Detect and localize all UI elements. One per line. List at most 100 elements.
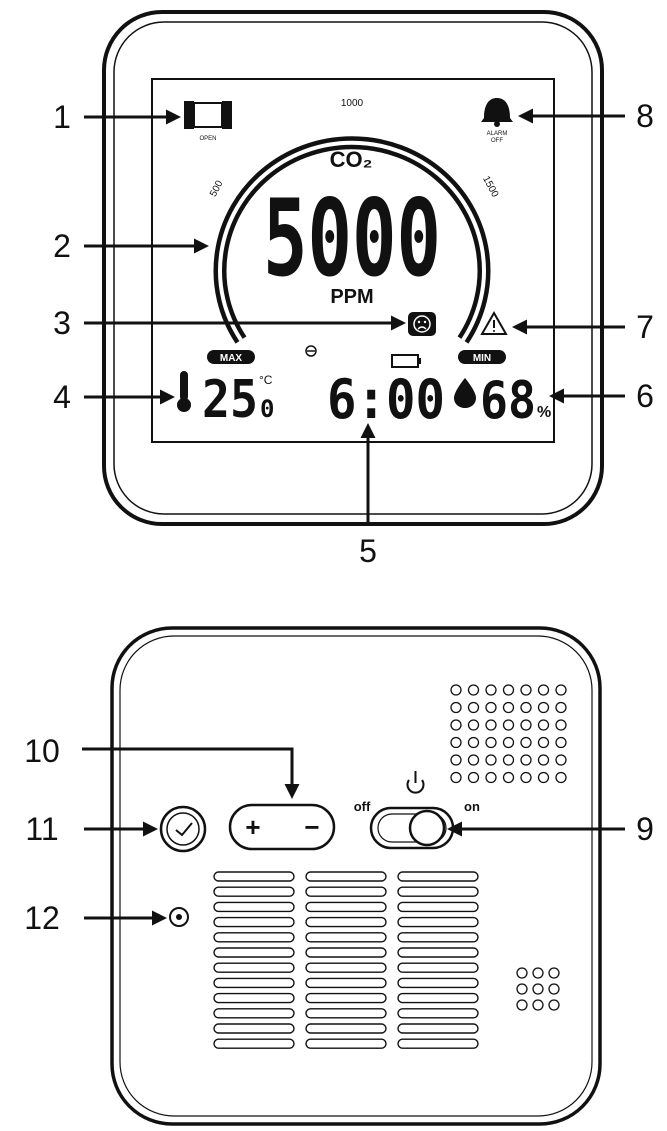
- front-callouts: 1 2 3 4 5 6 7 8: [53, 98, 654, 569]
- speaker-dot: [502, 754, 515, 766]
- vent-slot: [305, 992, 387, 1004]
- vent-slot: [397, 901, 479, 913]
- vent-slot: [213, 1008, 295, 1019]
- scale-tick-1500: 1500: [480, 174, 500, 199]
- power-switch-knob[interactable]: [408, 809, 446, 847]
- min-badge-label: MIN: [473, 353, 491, 364]
- callout-6: 6: [636, 378, 654, 414]
- window-icon: [184, 101, 232, 129]
- front-inner-frame: [113, 21, 593, 515]
- speaker-dot: [537, 719, 550, 731]
- callout-9: 9: [636, 811, 654, 847]
- clock-button[interactable]: [159, 805, 207, 853]
- speaker-dot: [502, 771, 515, 784]
- co2-label: CO₂: [330, 147, 373, 172]
- vent-slot: [213, 886, 295, 897]
- speaker-grille-large: [450, 684, 567, 784]
- scale-tick-500: 500: [208, 178, 226, 198]
- vent-slot: [305, 916, 387, 928]
- speaker-dot: [548, 983, 560, 995]
- vent-slot: [213, 947, 295, 958]
- vent-slot: [305, 1038, 387, 1049]
- speaker-dot: [520, 736, 532, 749]
- co2-unit: PPM: [330, 286, 373, 308]
- callout-12: 12: [24, 900, 60, 936]
- speaker-dot: [450, 684, 462, 696]
- clock-icon: [166, 812, 200, 846]
- alarm-bell-icon: [481, 98, 513, 127]
- speaker-dot: [485, 754, 497, 766]
- vent-slot: [305, 901, 387, 913]
- speaker-dot: [516, 983, 528, 995]
- vent-slot: [213, 1038, 295, 1049]
- vent-slot: [305, 947, 387, 958]
- power-switch[interactable]: [369, 806, 455, 850]
- humidity-unit: %: [537, 404, 551, 421]
- speaker-dot: [555, 684, 567, 696]
- speaker-dot: [485, 684, 497, 696]
- vent-slot: [397, 932, 479, 943]
- speaker-dot: [485, 701, 497, 714]
- minus-label[interactable]: −: [304, 812, 319, 842]
- vent-slots: [213, 871, 479, 1049]
- speaker-grille-small: [516, 967, 560, 1011]
- window-label: OPEN: [199, 136, 216, 142]
- speaker-dot: [450, 736, 462, 749]
- power-icon: [406, 771, 425, 794]
- speaker-dot: [520, 754, 532, 766]
- speaker-dot: [467, 684, 480, 696]
- callout-11: 11: [25, 811, 58, 847]
- vent-slot: [397, 871, 479, 882]
- callout-10: 10: [24, 733, 60, 769]
- speaker-dot: [450, 754, 462, 766]
- vent-slot: [305, 871, 387, 882]
- vent-slot: [213, 992, 295, 1004]
- vent-slot: [213, 932, 295, 943]
- vent-slot: [397, 1008, 479, 1019]
- vent-slot: [213, 962, 295, 973]
- vent-slot: [397, 886, 479, 897]
- plus-minus-button[interactable]: + −: [228, 803, 336, 851]
- speaker-dot: [516, 999, 528, 1011]
- speaker-dot: [450, 771, 462, 784]
- vent-slot: [397, 992, 479, 1004]
- vent-slot: [397, 947, 479, 958]
- vent-slot: [397, 977, 479, 989]
- speaker-dot: [520, 719, 532, 731]
- vent-slot: [305, 962, 387, 973]
- battery-icon: [391, 354, 421, 368]
- back-outer-frame: [110, 626, 602, 1126]
- speaker-dot: [450, 719, 462, 731]
- thermometer-icon: [177, 371, 191, 412]
- callout-1: 1: [53, 99, 71, 135]
- callout-8: 8: [636, 98, 654, 134]
- callout-4: 4: [53, 379, 71, 415]
- front-outer-frame: [102, 10, 604, 526]
- vent-slot: [305, 977, 387, 989]
- reset-hole-icon[interactable]: [169, 907, 189, 927]
- speaker-dot: [548, 999, 560, 1011]
- humidity-value: 68: [480, 371, 536, 431]
- speaker-dot: [467, 719, 480, 731]
- speaker-dot: [555, 701, 567, 714]
- alarm-label-1: ALARM: [487, 131, 508, 137]
- lcd-screen: [151, 78, 555, 443]
- speaker-dot: [485, 719, 497, 731]
- callout-2: 2: [53, 228, 71, 264]
- temperature-unit: °C: [259, 373, 273, 387]
- speaker-dot: [450, 701, 462, 714]
- speaker-dot: [467, 701, 480, 714]
- speaker-dot: [537, 701, 550, 714]
- vent-slot: [305, 932, 387, 943]
- vent-slot: [213, 871, 295, 882]
- vent-slot: [305, 886, 387, 897]
- sad-face-icon: [408, 312, 436, 336]
- speaker-dot: [532, 999, 544, 1011]
- clock-small-icon: [305, 345, 317, 357]
- front-view: 1000 500 1500 CO₂ 5000 PPM OPEN ALARM OF…: [102, 10, 604, 526]
- plus-label[interactable]: +: [245, 812, 260, 842]
- back-inner-frame: [119, 635, 593, 1117]
- speaker-dot: [537, 684, 550, 696]
- temperature-decimal: 0: [260, 395, 274, 423]
